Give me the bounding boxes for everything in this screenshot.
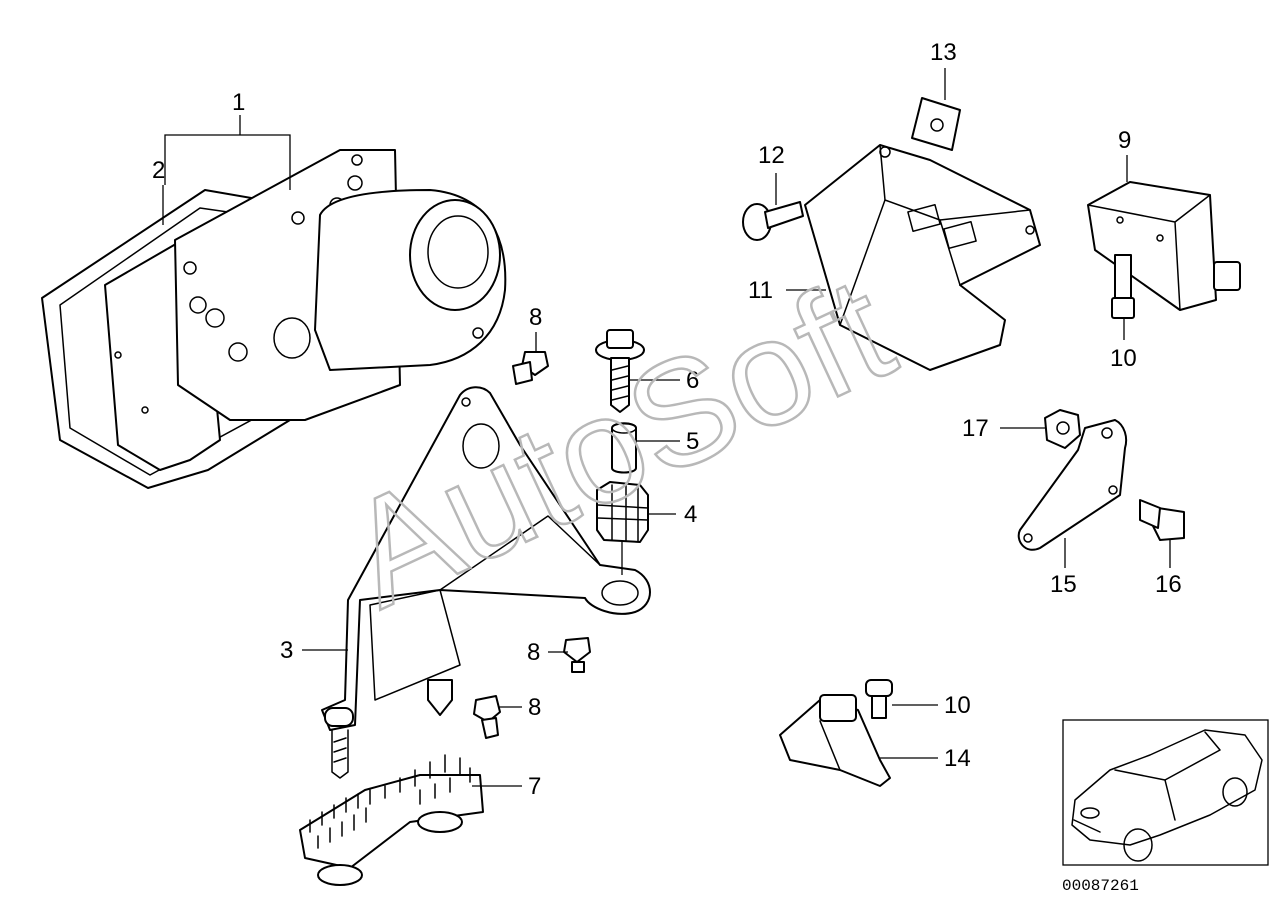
vehicle-thumbnail [1062, 719, 1269, 866]
callout-6: 6 [686, 367, 699, 394]
sensor-module[interactable] [1087, 181, 1241, 311]
rubber-mount[interactable] [596, 481, 649, 543]
callout-labels: 1 2 3 4 5 6 7 8 8 8 9 10 10 11 12 13 14 … [152, 39, 1182, 800]
support-plate[interactable] [1017, 419, 1128, 551]
callout-1: 1 [232, 89, 245, 116]
shoulder-bolt[interactable] [595, 329, 645, 413]
callout-10-upper: 10 [1110, 345, 1137, 372]
hex-bolt-10-upper[interactable] [1111, 254, 1135, 319]
callout-16: 16 [1155, 571, 1182, 598]
bolt-8-lower[interactable] [473, 695, 501, 739]
callout-2: 2 [152, 157, 165, 184]
callout-5: 5 [686, 428, 699, 455]
callout-14: 14 [944, 745, 971, 772]
hex-bolt-16[interactable] [1139, 499, 1185, 541]
callout-13: 13 [930, 39, 957, 66]
damper-pad[interactable] [299, 754, 484, 886]
flange-bolt[interactable] [742, 201, 804, 241]
reference-number: 00087261 [1062, 877, 1139, 895]
clip-nut[interactable] [911, 97, 961, 151]
sleeve[interactable] [611, 422, 637, 474]
car-silhouette-icon [1071, 729, 1263, 862]
flange-nut[interactable] [1044, 409, 1081, 449]
callout-8-lower: 8 [528, 694, 541, 721]
callout-11: 11 [748, 277, 773, 304]
callout-12: 12 [758, 142, 785, 169]
mounting-bracket[interactable] [321, 386, 651, 779]
sensor[interactable] [779, 694, 891, 787]
bolt-8-middle[interactable] [563, 637, 591, 673]
callout-8-upper: 8 [529, 304, 542, 331]
hex-bolt-10-lower[interactable] [865, 679, 893, 719]
callout-9: 9 [1118, 127, 1131, 154]
callout-17: 17 [962, 415, 989, 442]
callout-8-middle: 8 [527, 639, 540, 666]
bolt-8-upper[interactable] [512, 351, 549, 385]
callout-15: 15 [1050, 571, 1077, 598]
callout-7: 7 [528, 773, 541, 800]
callout-10-lower: 10 [944, 692, 971, 719]
callout-4: 4 [684, 501, 697, 528]
leader-lines [162, 68, 1171, 787]
module-bracket[interactable] [804, 144, 1041, 371]
abs-hydraulic-unit[interactable] [41, 149, 507, 489]
callout-3: 3 [280, 637, 293, 664]
